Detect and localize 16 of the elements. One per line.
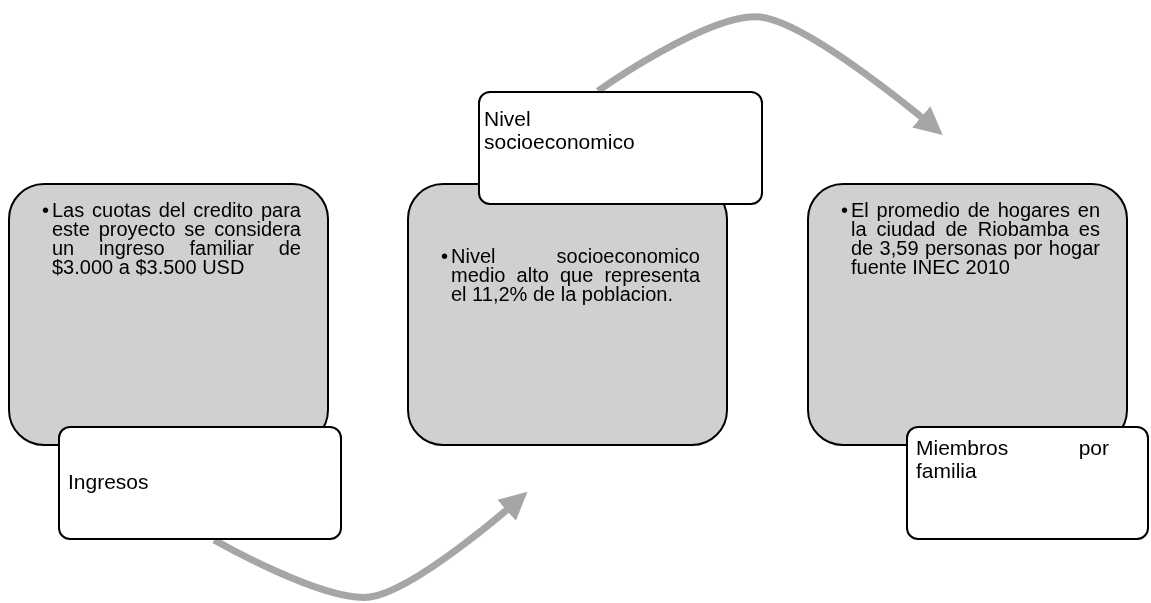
bullet-text: Nivel socioeconomico medio alto que representa el 11,2% de la poblacion. <box>451 247 700 304</box>
bullet-text: El promedio de hogares en la ciudad de Riobamba es de 3,59 personas por hogar fuente INEC 2010 <box>851 201 1100 277</box>
box-title: Miembros por familia <box>916 436 1109 482</box>
rounded-panel <box>407 183 728 446</box>
bullet-marker: • <box>42 201 50 220</box>
title-box <box>58 426 342 540</box>
box-title: Ingresos <box>68 470 150 493</box>
bullet-text: Las cuotas del credito para este proyecto se considera un ingreso familiar de $3.000 a $3.500 USD <box>52 201 301 277</box>
bullet-marker: • <box>841 201 849 220</box>
rounded-panel <box>8 183 329 446</box>
curved-arrow <box>596 13 943 135</box>
curved-arrow <box>212 491 528 601</box>
title-box <box>906 426 1149 540</box>
title-box <box>478 91 763 205</box>
bullet-marker: • <box>441 247 449 266</box>
box-title: Nivel socioeconomico <box>484 107 636 153</box>
